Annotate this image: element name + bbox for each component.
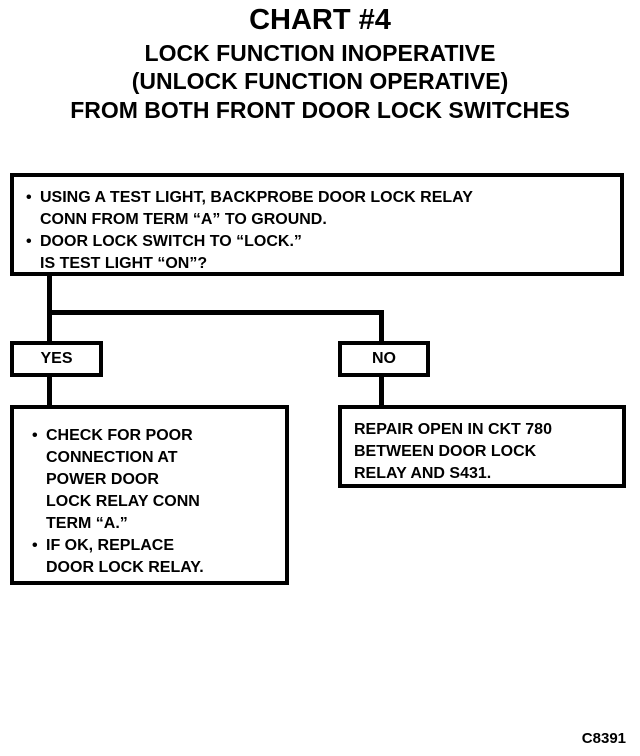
question-box: • USING A TEST LIGHT, BACKPROBE DOOR LOC… bbox=[10, 173, 624, 276]
figure-code: C8391 bbox=[581, 730, 626, 747]
question-step-2-text: DOOR LOCK SWITCH TO “LOCK.” IS TEST LIGH… bbox=[40, 233, 302, 272]
bullet-icon: • bbox=[32, 427, 38, 444]
connector-yes-action bbox=[47, 377, 52, 405]
no-action-box: REPAIR OPEN IN CKT 780 BETWEEN DOOR LOCK… bbox=[338, 405, 626, 488]
question-step-1: • USING A TEST LIGHT, BACKPROBE DOOR LOC… bbox=[26, 187, 610, 231]
yes-branch-label: YES bbox=[10, 341, 103, 377]
chart-number: CHART #4 bbox=[249, 4, 391, 36]
bullet-icon: • bbox=[26, 233, 32, 250]
chart-title-line-1: LOCK FUNCTION INOPERATIVE bbox=[144, 40, 496, 66]
no-branch-label: NO bbox=[338, 341, 430, 377]
no-action-text: REPAIR OPEN IN CKT 780 BETWEEN DOOR LOCK… bbox=[354, 421, 552, 482]
connector-no-action bbox=[379, 377, 384, 405]
question-step-1-text: USING A TEST LIGHT, BACKPROBE DOOR LOCK … bbox=[40, 189, 473, 228]
yes-action-step-1-text: CHECK FOR POOR CONNECTION AT POWER DOOR … bbox=[46, 427, 200, 532]
yes-action-step-1: • CHECK FOR POOR CONNECTION AT POWER DOO… bbox=[32, 425, 277, 535]
chart-title-line-2: (UNLOCK FUNCTION OPERATIVE) bbox=[131, 68, 509, 94]
bullet-icon: • bbox=[26, 189, 32, 206]
chart-title-line-3: FROM BOTH FRONT DOOR LOCK SWITCHES bbox=[70, 97, 570, 123]
question-step-2: • DOOR LOCK SWITCH TO “LOCK.” IS TEST LI… bbox=[26, 231, 610, 275]
yes-action-step-2-text: IF OK, REPLACE DOOR LOCK RELAY. bbox=[46, 537, 204, 576]
connector-horizontal bbox=[47, 310, 384, 315]
connector-no-down bbox=[379, 310, 384, 341]
yes-action-step-2: • IF OK, REPLACE DOOR LOCK RELAY. bbox=[32, 535, 277, 579]
connector-question-down bbox=[47, 276, 52, 341]
bullet-icon: • bbox=[32, 537, 38, 554]
yes-action-box: • CHECK FOR POOR CONNECTION AT POWER DOO… bbox=[10, 405, 289, 585]
